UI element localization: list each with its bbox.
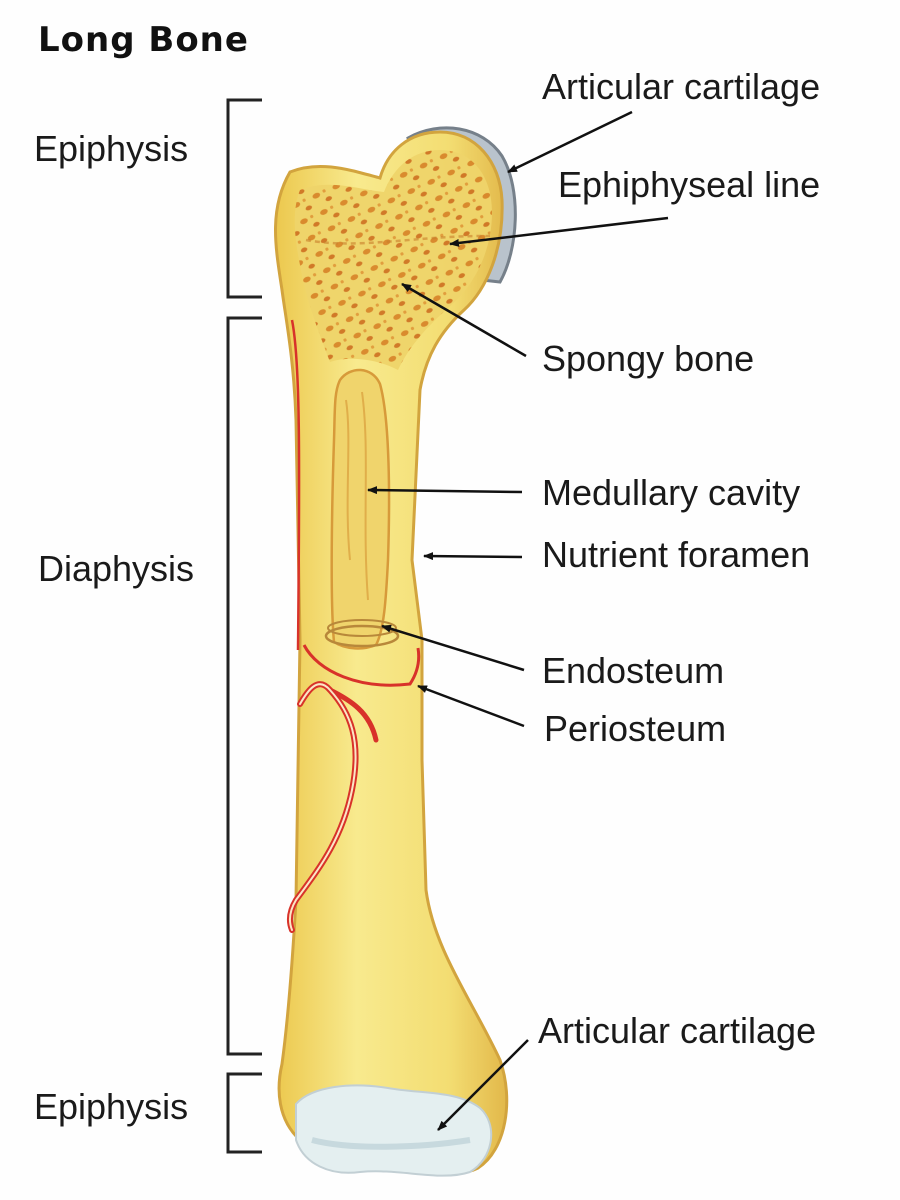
arrow-articular-cartilage-bottom xyxy=(437,1039,529,1131)
periosteum-outline xyxy=(290,319,301,651)
periosteum-edge xyxy=(302,644,421,687)
label-epiphysis-top: Epiphysis xyxy=(34,128,189,169)
cartilage-shadow xyxy=(311,1137,471,1150)
medullary-texture xyxy=(345,391,369,601)
medullary-cavity xyxy=(330,368,391,650)
spongy-bone xyxy=(294,150,492,370)
arrow-endosteum xyxy=(381,624,525,672)
endosteum-ring xyxy=(324,624,400,648)
endosteum-ring-2 xyxy=(327,619,397,637)
diagram-title: Long Bone xyxy=(38,20,249,60)
arrow-medullary-cavity xyxy=(367,486,523,495)
bone-body xyxy=(274,130,509,1175)
arrow-epiphyseal-line xyxy=(449,216,669,247)
label-medullary-cavity: Medullary cavity xyxy=(542,472,801,513)
label-spongy-bone: Spongy bone xyxy=(542,338,755,379)
arrow-nutrient-foramen xyxy=(423,552,523,561)
label-nutrient-foramen: Nutrient foramen xyxy=(542,534,811,575)
label-periosteum: Periosteum xyxy=(544,708,727,749)
epiphyseal-line xyxy=(305,234,491,245)
nutrient-vessel-branch xyxy=(327,687,379,743)
label-diaphysis: Diaphysis xyxy=(38,548,195,589)
bracket-diaphysis xyxy=(226,316,262,1056)
arrow-articular-cartilage-top xyxy=(507,110,633,174)
label-epiphysis-bottom: Epiphysis xyxy=(34,1086,189,1127)
label-articular-cartilage-top: Articular cartilage xyxy=(542,66,821,107)
bracket-epiphysis-top xyxy=(226,98,262,299)
label-articular-cartilage-bottom: Articular cartilage xyxy=(538,1010,817,1051)
label-epiphyseal-line: Ephiphyseal line xyxy=(558,164,821,205)
nutrient-vessel-inner xyxy=(288,683,357,931)
arrow-spongy-bone xyxy=(401,282,527,358)
bracket-epiphysis-bottom xyxy=(226,1072,262,1154)
articular-cartilage-bottom xyxy=(295,1084,493,1177)
arrow-periosteum xyxy=(417,684,525,728)
label-endosteum: Endosteum xyxy=(542,650,725,691)
